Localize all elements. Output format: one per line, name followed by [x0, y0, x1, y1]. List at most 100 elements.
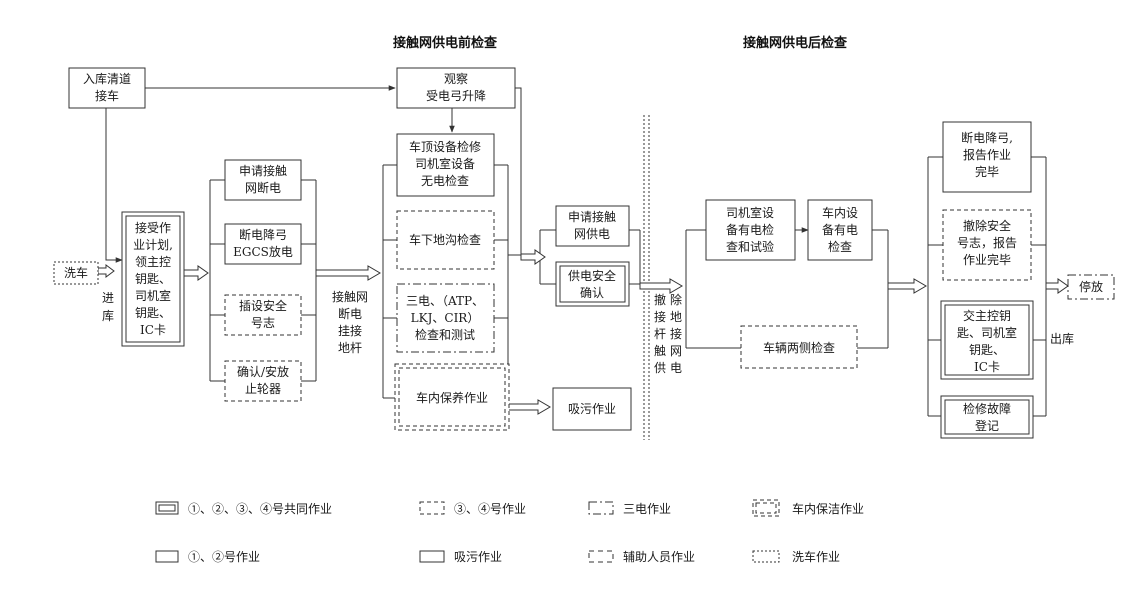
node-sandian-line: LKJ、CIR） — [411, 311, 480, 325]
node-cheneisb-line: 车内设 — [822, 205, 858, 220]
node-querenzlq-line: 确认/安放 — [237, 364, 289, 379]
node-neibao: 车内保养作业 — [394, 363, 510, 431]
node-jieshou-line: 接受作 — [135, 220, 171, 235]
node-chashe: 插设安全 号志 — [224, 294, 302, 336]
label-duandian-guajie: 断电 — [338, 306, 362, 321]
node-egcs-line: EGCS放电 — [233, 244, 293, 259]
node-chexia-line: 车下地沟检查 — [409, 232, 481, 247]
label-duandian-guajie: 地杆 — [338, 341, 362, 355]
node-jiaozk-line: 钥匙、 — [969, 343, 1005, 357]
node-guancha-line: 观察 — [444, 72, 468, 86]
node-cheding-line: 无电检查 — [421, 173, 469, 188]
node-xiche-line: 洗车 — [64, 265, 88, 280]
node-sqgongdian: 申请接触 网供电 — [555, 205, 630, 247]
legend-item: 辅助人员作业 — [588, 550, 695, 564]
label-chechu-jiedigan: 地 — [670, 310, 682, 324]
node-cheneisb-line: 备有电 — [822, 223, 858, 237]
label-jinku: 库 — [102, 308, 114, 323]
legend: ①、②、③、④号共同作业 ③、④号作业 三电作业 车内保洁作业 ①、②号作业 吸… — [155, 499, 864, 564]
label-chechu-jiedigan: 触 — [654, 344, 666, 358]
node-jianxiu-line: 检修故障 — [963, 401, 1011, 416]
node-sandian: 三电、（ATP、 LKJ、CIR） 检查和测试 — [396, 283, 495, 353]
node-jianxiu-line: 登记 — [975, 418, 999, 433]
legend-item: ①、②、③、④号共同作业 — [155, 501, 332, 516]
label-duandian-guajie: 接触网 — [332, 289, 368, 304]
label-chechu-jiedigan: 接 — [654, 309, 666, 324]
node-jianxiu: 检修故障 登记 — [940, 395, 1034, 439]
node-egcs: 断电降弓 EGCS放电 — [224, 223, 302, 265]
node-jieshou-line: 领主控 — [135, 255, 171, 269]
header-after-power: 接触网供电后检查 — [743, 35, 848, 51]
node-jieshou: 接受作 业计划, 领主控 钥匙、 司机室 钥匙、 IC卡 — [121, 211, 185, 347]
node-chashe-line: 号志 — [251, 316, 275, 330]
node-cheding: 车顶设备检修 司机室设备 无电检查 — [396, 133, 495, 197]
node-chechu-line: 作业完毕 — [963, 252, 1011, 267]
node-sandian-line: 检查和测试 — [415, 327, 475, 342]
legend-item: ①、②号作业 — [155, 550, 260, 564]
node-chechu: 撤除安全 号志，报告 作业完毕 — [942, 209, 1032, 281]
legend-label: ①、②、③、④号共同作业 — [188, 502, 332, 516]
node-gdanquan: 供电安全 确认 — [555, 261, 630, 307]
node-ruku-line: 入库清道 — [83, 71, 131, 86]
node-xiwu-line: 吸污作业 — [568, 402, 616, 416]
node-cheding-line: 车顶设备检修 — [409, 139, 481, 154]
legend-item: 洗车作业 — [752, 549, 840, 564]
legend-label: 车内保洁作业 — [792, 501, 864, 516]
legend-label: ③、④号作业 — [454, 502, 526, 516]
legend-label: 辅助人员作业 — [623, 550, 695, 564]
legend-label: 吸污作业 — [454, 550, 502, 564]
node-sijishi-line: 查和试验 — [726, 239, 774, 254]
hollow-arrows — [97, 249, 1069, 415]
node-jiaozk-line: 交主控钥 — [963, 308, 1011, 323]
node-gdanquan-line: 确认 — [580, 286, 604, 300]
node-sijishi-line: 备有电检 — [726, 222, 774, 237]
node-jiaozk-line: 匙、司机室 — [957, 325, 1017, 340]
node-ruku: 入库清道 接车 — [68, 67, 146, 109]
node-chechu-line: 号志，报告 — [957, 235, 1017, 250]
node-gdanquan-line: 供电安全 — [568, 268, 616, 283]
node-jieshou-line: 司机室 — [135, 288, 171, 303]
node-sqgongdian-line: 网供电 — [574, 227, 610, 241]
node-tingfang-line: 停放 — [1079, 279, 1103, 294]
label-chechu-jiedigan: 除 — [670, 292, 682, 307]
node-duanjg: 断电降弓, 报告作业 完毕 — [942, 121, 1032, 193]
node-liangce: 车辆两侧检查 — [740, 325, 858, 369]
node-chechu-line: 撤除安全 — [963, 218, 1011, 233]
header-before-power: 接触网供电前检查 — [393, 35, 498, 51]
node-jieshou-line: 钥匙、 — [135, 272, 171, 286]
node-sqduandian-line: 申请接触 — [239, 163, 287, 178]
label-chechu-jiedigan: 接 — [670, 326, 682, 341]
node-guancha-line: 受电弓升降 — [426, 89, 486, 103]
legend-item: 车内保洁作业 — [752, 499, 864, 517]
node-sqduandian-line: 网断电 — [245, 180, 281, 195]
label-chechu-jiedigan: 撤 — [654, 292, 666, 307]
node-guancha: 观察 受电弓升降 — [396, 67, 516, 109]
label-chechu-jiedigan: 供 — [654, 361, 666, 375]
label-chechu-jiedigan: 杆 — [654, 327, 666, 341]
node-ruku-line: 接车 — [95, 88, 119, 103]
node-egcs-line: 断电降弓 — [239, 227, 287, 242]
node-sijishi: 司机室设 备有电检 查和试验 — [705, 199, 796, 261]
node-neibao-line: 车内保养作业 — [416, 390, 488, 405]
label-chechu-jiedigan: 网 — [670, 344, 682, 358]
legend-item: 三电作业 — [588, 501, 671, 516]
node-sandian-line: 三电、（ATP、 — [406, 294, 484, 308]
node-tingfang: 停放 — [1067, 274, 1115, 300]
node-jiaozk-line: IC卡 — [974, 360, 1000, 374]
node-cheneisb: 车内设 备有电 检查 — [807, 199, 873, 261]
node-jiaozk: 交主控钥 匙、司机室 钥匙、 IC卡 — [940, 300, 1034, 380]
node-xiwu: 吸污作业 — [552, 387, 632, 431]
node-duanjg-line: 报告作业 — [963, 147, 1011, 162]
node-sqgongdian-line: 申请接触 — [568, 209, 616, 224]
node-chexia: 车下地沟检查 — [396, 210, 495, 270]
legend-item: 吸污作业 — [419, 550, 502, 564]
node-chashe-line: 插设安全 — [239, 298, 287, 313]
node-duanjg-line: 完毕 — [975, 164, 999, 179]
node-cheding-line: 司机室设备 — [415, 156, 475, 171]
legend-label: 洗车作业 — [792, 549, 840, 564]
node-xiche: 洗车 — [53, 261, 99, 285]
node-jieshou-line: IC卡 — [140, 323, 166, 337]
node-jieshou-line: 钥匙、 — [135, 306, 171, 320]
label-jinku: 进 — [102, 291, 114, 305]
